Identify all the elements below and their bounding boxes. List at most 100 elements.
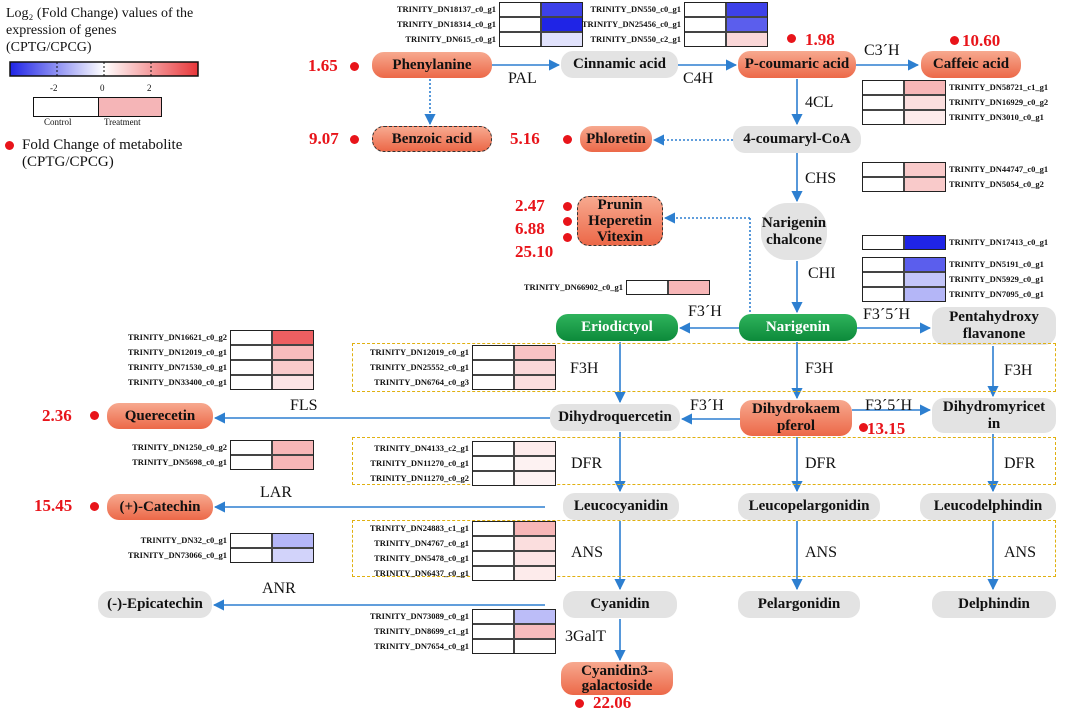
- fc-dot: [350, 62, 359, 71]
- enzyme-chi: CHI: [808, 265, 836, 282]
- fc-dot: [787, 34, 796, 43]
- heatmap-row: TRINITY_DN73089_c0_g1: [370, 609, 556, 624]
- fc-dot: [563, 202, 572, 211]
- gene-label: TRINITY_DN6437_c0_g1: [374, 568, 469, 578]
- heatmap-cell-treatment: [514, 521, 556, 536]
- heatmap-row: TRINITY_DN550_c0_g1: [590, 2, 768, 17]
- heatmap-cell-treatment: [668, 280, 710, 295]
- gene-label: TRINITY_DN5478_c0_g1: [374, 553, 469, 563]
- heatmap-row: TRINITY_DN17413_c0_g1: [862, 235, 1048, 250]
- ans-group-box: [352, 520, 1056, 577]
- f3h-group-box: [352, 343, 1056, 392]
- heatmap-cell-control: [230, 345, 272, 360]
- node-narigenin-chalcone: Narigenin chalcone: [761, 203, 827, 260]
- fc-phenylanine: 1.65: [308, 56, 338, 75]
- heatmap-cell-treatment: [272, 440, 314, 455]
- dfr-group-box: [352, 437, 1056, 485]
- enzyme-ans-3: ANS: [1004, 544, 1037, 561]
- heatmap-cell-control: [626, 280, 668, 295]
- node-dihydromyricetin: Dihydromyricet in: [932, 398, 1056, 433]
- node-leucodelphindin: Leucodelphindin: [920, 493, 1056, 520]
- gene-label: TRINITY_DN11270_c0_g2: [370, 473, 469, 483]
- heatmap-cell-treatment: [272, 345, 314, 360]
- gene-label: TRINITY_DN66902_c0_g1: [523, 282, 623, 292]
- heatmap-row: TRINITY_DN18137_c0_g1: [397, 2, 583, 17]
- heatmap-cell-control: [230, 440, 272, 455]
- heatmap-cell-control: [472, 551, 514, 566]
- heatmap-cell-control: [862, 110, 904, 125]
- fc-dot: [859, 423, 868, 432]
- legend-swatch-control: [33, 97, 100, 117]
- node-benzoic-acid: Benzoic acid: [372, 126, 492, 152]
- gene-label: TRINITY_DN4133_c2_g1: [374, 443, 469, 453]
- heatmap-row: TRINITY_DN11270_c0_g1: [370, 456, 556, 471]
- node-querecetin: Querecetin: [107, 403, 213, 429]
- legend-fc-text: Fold Change of metabolite (CPTG/CPCG): [22, 137, 183, 170]
- heatmap-row: TRINITY_DN11270_c0_g2: [370, 471, 556, 486]
- heatmap-row: TRINITY_DN24883_c1_g1: [370, 521, 556, 536]
- heatmap-row: TRINITY_DN5478_c0_g1: [374, 551, 556, 566]
- legend-colorbar: [9, 61, 199, 77]
- heatmap-cell-control: [230, 375, 272, 390]
- fc-phloretin: 5.16: [510, 129, 540, 148]
- gene-label: TRINITY_DN7654_c0_g1: [374, 641, 469, 651]
- enzyme-ans-1: ANS: [571, 544, 604, 561]
- heatmap-row: TRINITY_DN73066_c0_g1: [128, 548, 314, 563]
- heatmap-row: TRINITY_DN4133_c2_g1: [374, 441, 556, 456]
- heatmap-row: TRINITY_DN5054_c0_g2: [862, 177, 1044, 192]
- enzyme-anr: ANR: [262, 580, 296, 597]
- gene-label: TRINITY_DN550_c2_g1: [590, 34, 681, 44]
- heatmap-cell-treatment: [541, 17, 583, 32]
- heatmap-cell-treatment: [272, 548, 314, 563]
- heatmap-cell-control: [472, 609, 514, 624]
- enzyme-f3h-prime-a: F3´H: [688, 303, 722, 320]
- heatmap-cell-control: [472, 345, 514, 360]
- heatmap-cell-treatment: [541, 2, 583, 17]
- heatmap-cell-control: [472, 566, 514, 581]
- heatmap-cell-control: [230, 455, 272, 470]
- gene-label: TRINITY_DN33400_c0_g1: [127, 377, 227, 387]
- heatmap-row: TRINITY_DN12019_c0_g1: [128, 345, 314, 360]
- heatmap-cell-treatment: [904, 287, 946, 302]
- node-leucocyanidin: Leucocyanidin: [563, 493, 679, 520]
- heatmap-cell-treatment: [514, 624, 556, 639]
- heatmap-cell-control: [230, 330, 272, 345]
- gene-label: TRINITY_DN6764_c0_g3: [374, 377, 469, 387]
- node-cyanidin3-galactoside: Cyanidin3- galactoside: [561, 662, 673, 695]
- heatmap-row: TRINITY_DN25552_c0_g1: [370, 360, 556, 375]
- heatmap-cell-treatment: [272, 375, 314, 390]
- heatmap-cell-treatment: [272, 360, 314, 375]
- heatmap-row: TRINITY_DN16621_c0_g2: [128, 330, 314, 345]
- node-p-coumaric-acid: P-coumaric acid: [738, 51, 856, 78]
- heatmap-cell-control: [472, 521, 514, 536]
- heatmap-cell-treatment: [514, 639, 556, 654]
- legend-title: Log₂ (Fold Change) values of the express…: [6, 6, 194, 55]
- gene-label: TRINITY_DN5929_c0_g1: [949, 274, 1044, 284]
- gene-label: TRINITY_DN550_c0_g1: [590, 4, 681, 14]
- heatmap-cell-treatment: [272, 533, 314, 548]
- heatmap-cell-treatment: [904, 110, 946, 125]
- fc-dot: [90, 411, 99, 420]
- heatmap-cell-control: [862, 235, 904, 250]
- gene-label: TRINITY_DN4767_c0_g1: [374, 538, 469, 548]
- enzyme-f3h-prime-b: F3´H: [690, 397, 724, 414]
- gene-label: TRINITY_DN58721_c1_g1: [949, 82, 1049, 92]
- heatmap-row: TRINITY_DN18314_c0_g1: [397, 17, 583, 32]
- node-cyanidin: Cyanidin: [563, 591, 677, 618]
- legend-tick-0: 0: [100, 83, 105, 93]
- enzyme-c4h: C4H: [683, 70, 714, 87]
- heatmap-cell-control: [472, 639, 514, 654]
- heatmap-row: TRINITY_DN16929_c0_g2: [862, 95, 1048, 110]
- node-pelargonidin: Pelargonidin: [738, 591, 860, 618]
- fc-dot: [563, 233, 572, 242]
- gene-label: TRINITY_DN18137_c0_g1: [396, 4, 496, 14]
- gene-label: TRINITY_DN18314_c0_g1: [396, 19, 496, 29]
- enzyme-lar: LAR: [260, 484, 292, 501]
